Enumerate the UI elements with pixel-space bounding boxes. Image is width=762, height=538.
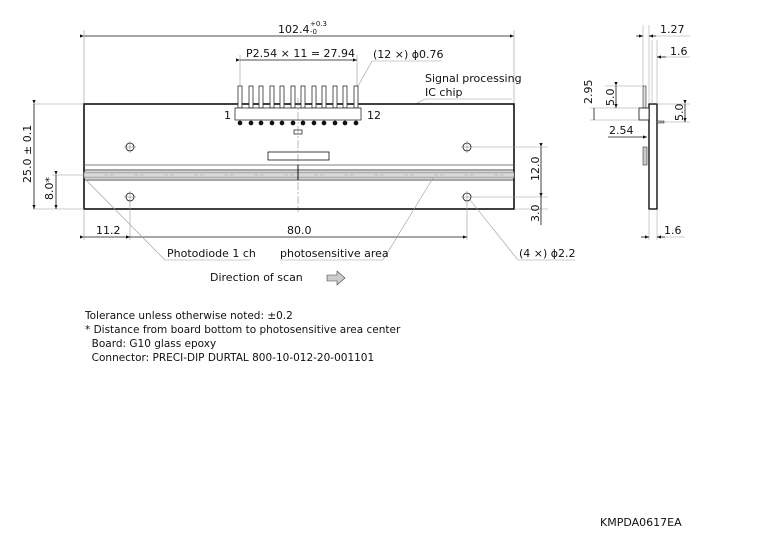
ic-chip <box>267 151 330 161</box>
mounting-holes <box>124 141 473 203</box>
svg-text:2.95: 2.95 <box>582 80 595 105</box>
hole-callout: (4 ×) ϕ2.2 <box>519 247 576 260</box>
bottom-dimensions: 11.2 80.0 <box>80 201 468 240</box>
svg-text:-0: -0 <box>310 28 317 36</box>
svg-text:5.0: 5.0 <box>673 104 686 122</box>
photosensitive-label: photosensitive area <box>280 247 389 260</box>
note-distance: * Distance from board bottom to photosen… <box>85 324 401 336</box>
overall-width-dimension: 102.4 +0.3 -0 <box>80 20 515 105</box>
photodiode-label: Photodiode 1 ch <box>167 247 256 260</box>
svg-text:80.0: 80.0 <box>287 224 312 237</box>
pin-pitch-dimension: P2.54 × 11 = 27.94 (12 ×) ϕ0.76 <box>236 47 444 89</box>
overall-width-value: 102.4 <box>278 23 310 36</box>
svg-text:12.0: 12.0 <box>529 157 542 182</box>
drawing-code: KMPDA0617EA <box>600 516 682 529</box>
svg-text:P2.54 × 11 = 27.94: P2.54 × 11 = 27.94 <box>246 47 355 60</box>
scan-direction-label: Direction of scan <box>210 271 303 284</box>
callout-leaders <box>85 177 575 261</box>
svg-text:25.0 ± 0.1: 25.0 ± 0.1 <box>21 125 34 183</box>
svg-text:IC chip: IC chip <box>425 86 462 99</box>
height-dimension: 25.0 ± 0.1 8.0* <box>21 100 84 210</box>
svg-text:Signal processing: Signal processing <box>425 72 522 85</box>
pin-callout: (12 ×) ϕ0.76 <box>373 48 444 61</box>
note-board: Board: G10 glass epoxy <box>85 338 217 350</box>
note-tolerance: Tolerance unless otherwise noted: ±0.2 <box>85 310 293 322</box>
pin-1-label: 1 <box>224 109 231 122</box>
side-view: 1.27 1.6 2.95 5.0 5.0 2.54 1.6 <box>582 23 690 240</box>
pin-12-label: 12 <box>367 109 381 122</box>
svg-text:3.0: 3.0 <box>529 205 542 223</box>
svg-text:2.54: 2.54 <box>609 124 634 137</box>
arrow-right-icon <box>326 270 346 286</box>
note-connector: Connector: PRECI-DIP DURTAL 800-10-012-2… <box>85 352 375 364</box>
svg-text:+0.3: +0.3 <box>310 20 327 28</box>
svg-text:1.27: 1.27 <box>660 23 685 36</box>
hole-vertical-dimensions: 12.0 3.0 <box>473 143 548 225</box>
svg-text:8.0*: 8.0* <box>43 177 56 200</box>
svg-text:1.6: 1.6 <box>664 224 682 237</box>
svg-text:5.0: 5.0 <box>604 89 617 107</box>
svg-text:1.6: 1.6 <box>670 45 688 58</box>
svg-text:11.2: 11.2 <box>96 224 121 237</box>
drawing-notes: Tolerance unless otherwise noted: ±0.2 *… <box>85 309 400 365</box>
